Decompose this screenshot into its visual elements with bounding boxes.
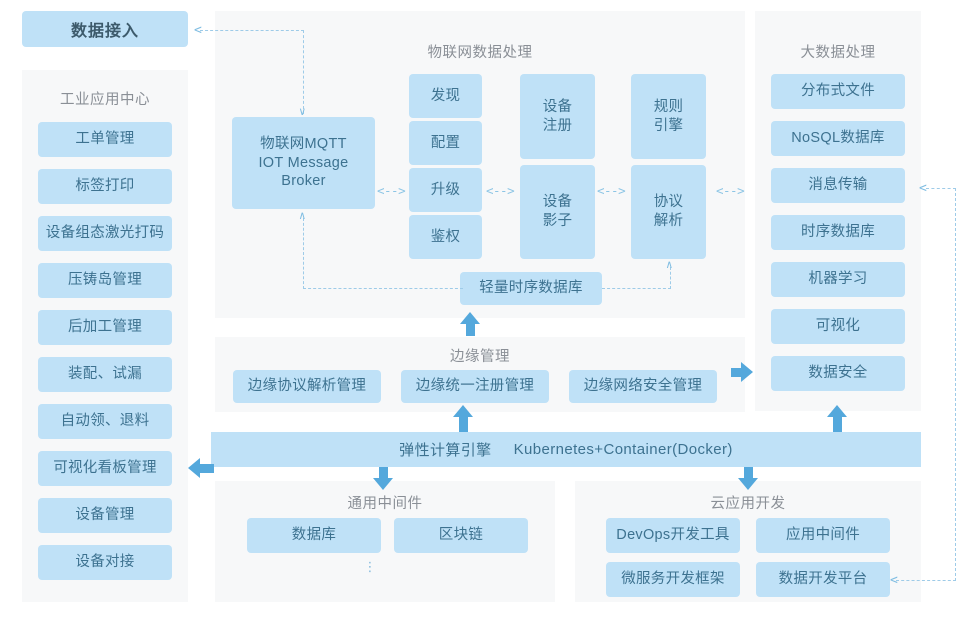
box-machine-learning[interactable]: 机器学习: [771, 262, 905, 297]
arrow-stem-elastic-to-apps: [200, 464, 214, 473]
dashed-datadev-to-message-top: [926, 188, 956, 189]
dashed-tsdb-to-broker-vertical: [303, 218, 304, 289]
panel-big-data-processing: 大数据处理: [755, 11, 921, 411]
arrow-head-elastic-to-edge: [453, 405, 473, 417]
dashed-tsdb-to-protocol-vertical: [670, 267, 671, 289]
dashed-arrow-head-into-message-transport: <: [919, 181, 927, 196]
arrow-head-elastic-to-apps: [188, 458, 200, 478]
box-equipment-integration[interactable]: 设备对接: [38, 545, 172, 580]
panel-industrial-app-center-title: 工业应用中心: [60, 92, 150, 108]
box-blockchain[interactable]: 区块链: [394, 518, 528, 553]
panel-common-middleware-title: 通用中间件: [347, 496, 423, 512]
header-data-ingest-label: 数据接入: [70, 23, 139, 40]
box-post-processing-management[interactable]: 后加工管理: [38, 310, 172, 345]
arrow-head-elastic-to-middleware: [373, 478, 393, 490]
box-work-order-management[interactable]: 工单管理: [38, 122, 172, 157]
dashed-datadev-to-message-vertical: [955, 188, 956, 581]
box-configuration[interactable]: 配置: [409, 121, 482, 165]
box-data-security[interactable]: 数据安全: [771, 356, 905, 391]
dashed-broker-to-ingest-vertical: [303, 30, 304, 114]
dashed-arrow-head-broker-bottom: ∧: [299, 209, 306, 222]
box-distributed-file-system[interactable]: 分布式文件: [771, 74, 905, 109]
box-device-shadow[interactable]: 设备 影子: [520, 165, 595, 259]
panel-iot-data-processing-title: 物联网数据处理: [427, 45, 533, 61]
dashed-tsdb-to-protocol-horizontal: [602, 288, 671, 289]
box-protocol-parsing[interactable]: 协议 解析: [631, 165, 706, 259]
box-database[interactable]: 数据库: [247, 518, 381, 553]
box-equipment-management[interactable]: 设备管理: [38, 498, 172, 533]
box-visualization[interactable]: 可视化: [771, 309, 905, 344]
box-edge-unified-registration-management[interactable]: 边缘统一注册管理: [401, 370, 549, 403]
header-data-ingest[interactable]: 数据接入: [22, 11, 188, 47]
box-assembly-leak-test[interactable]: 装配、试漏: [38, 357, 172, 392]
bar-elastic-compute-engine[interactable]: 弹性计算引擎 Kubernetes+Container(Docker): [211, 432, 921, 467]
box-authentication[interactable]: 鉴权: [409, 215, 482, 259]
middleware-more-indicator: ⋮: [363, 559, 377, 574]
elastic-compute-label-en: Kubernetes+Container(Docker): [513, 441, 733, 458]
dashed-tsdb-to-broker-horizontal: [303, 288, 463, 289]
panel-cloud-app-development-title: 云应用开发: [710, 496, 786, 512]
panel-edge-management-title: 边缘管理: [450, 349, 510, 365]
arrow-stem-elastic-to-middleware: [379, 467, 388, 479]
box-application-middleware[interactable]: 应用中间件: [756, 518, 890, 553]
dashed-broker-to-ingest-horizontal: [200, 30, 304, 31]
box-data-development-platform[interactable]: 数据开发平台: [756, 562, 890, 597]
arrow-stem-elastic-to-bigdata: [833, 417, 842, 432]
arrow-stem-elastic-to-edge: [459, 417, 468, 432]
dashed-arrow-head-protocol-bottom: ∧: [666, 258, 673, 271]
box-lightweight-tsdb[interactable]: 轻量时序数据库: [460, 272, 602, 305]
box-die-casting-island-management[interactable]: 压铸岛管理: [38, 263, 172, 298]
dashed-arrow-head-into-data-dev-platform: <: [890, 573, 898, 588]
arrow-head-edge-to-bigdata: [741, 362, 753, 382]
box-microservice-framework[interactable]: 微服务开发框架: [606, 562, 740, 597]
arrow-stem-elastic-to-cloudapp: [744, 467, 753, 479]
arrow-head-tsdb-up: [460, 312, 480, 324]
dashed-arrow-head-into-ingest: <: [194, 23, 202, 38]
dashed-arrow-head-into-broker: ∨: [299, 105, 306, 118]
bidir-marker-broker-to-upgrade: <-->: [377, 183, 406, 198]
arrow-stem-tsdb-up: [466, 324, 475, 336]
bidir-marker-upgrade-to-device-shadow: <-->: [486, 183, 515, 198]
box-device-config-laser-marking[interactable]: 设备组态激光打码: [38, 216, 172, 251]
box-device-registration[interactable]: 设备 注册: [520, 74, 595, 159]
box-iot-mqtt-broker[interactable]: 物联网MQTT IOT Message Broker: [232, 117, 375, 209]
box-edge-network-security-management[interactable]: 边缘网络安全管理: [569, 370, 717, 403]
dashed-datadev-to-message-bottom: [896, 580, 956, 581]
arrow-stem-edge-to-bigdata: [731, 368, 743, 377]
box-devops-tools[interactable]: DevOps开发工具: [606, 518, 740, 553]
box-visual-dashboard-management[interactable]: 可视化看板管理: [38, 451, 172, 486]
box-edge-protocol-parsing-management[interactable]: 边缘协议解析管理: [233, 370, 381, 403]
box-nosql-database[interactable]: NoSQL数据库: [771, 121, 905, 156]
box-time-series-database[interactable]: 时序数据库: [771, 215, 905, 250]
box-rule-engine[interactable]: 规则 引擎: [631, 74, 706, 159]
box-upgrade[interactable]: 升级: [409, 168, 482, 212]
bidir-marker-device-shadow-to-protocol: <-->: [597, 183, 626, 198]
box-message-transport[interactable]: 消息传输: [771, 168, 905, 203]
box-label-printing[interactable]: 标签打印: [38, 169, 172, 204]
box-auto-material-issue-return[interactable]: 自动领、退料: [38, 404, 172, 439]
box-discovery[interactable]: 发现: [409, 74, 482, 118]
arrow-head-elastic-to-cloudapp: [738, 478, 758, 490]
bidir-marker-protocol-to-bigdata: <-->: [716, 183, 745, 198]
elastic-compute-label-cn: 弹性计算引擎: [399, 442, 492, 459]
arrow-head-elastic-to-bigdata: [827, 405, 847, 417]
panel-big-data-processing-title: 大数据处理: [800, 45, 876, 61]
